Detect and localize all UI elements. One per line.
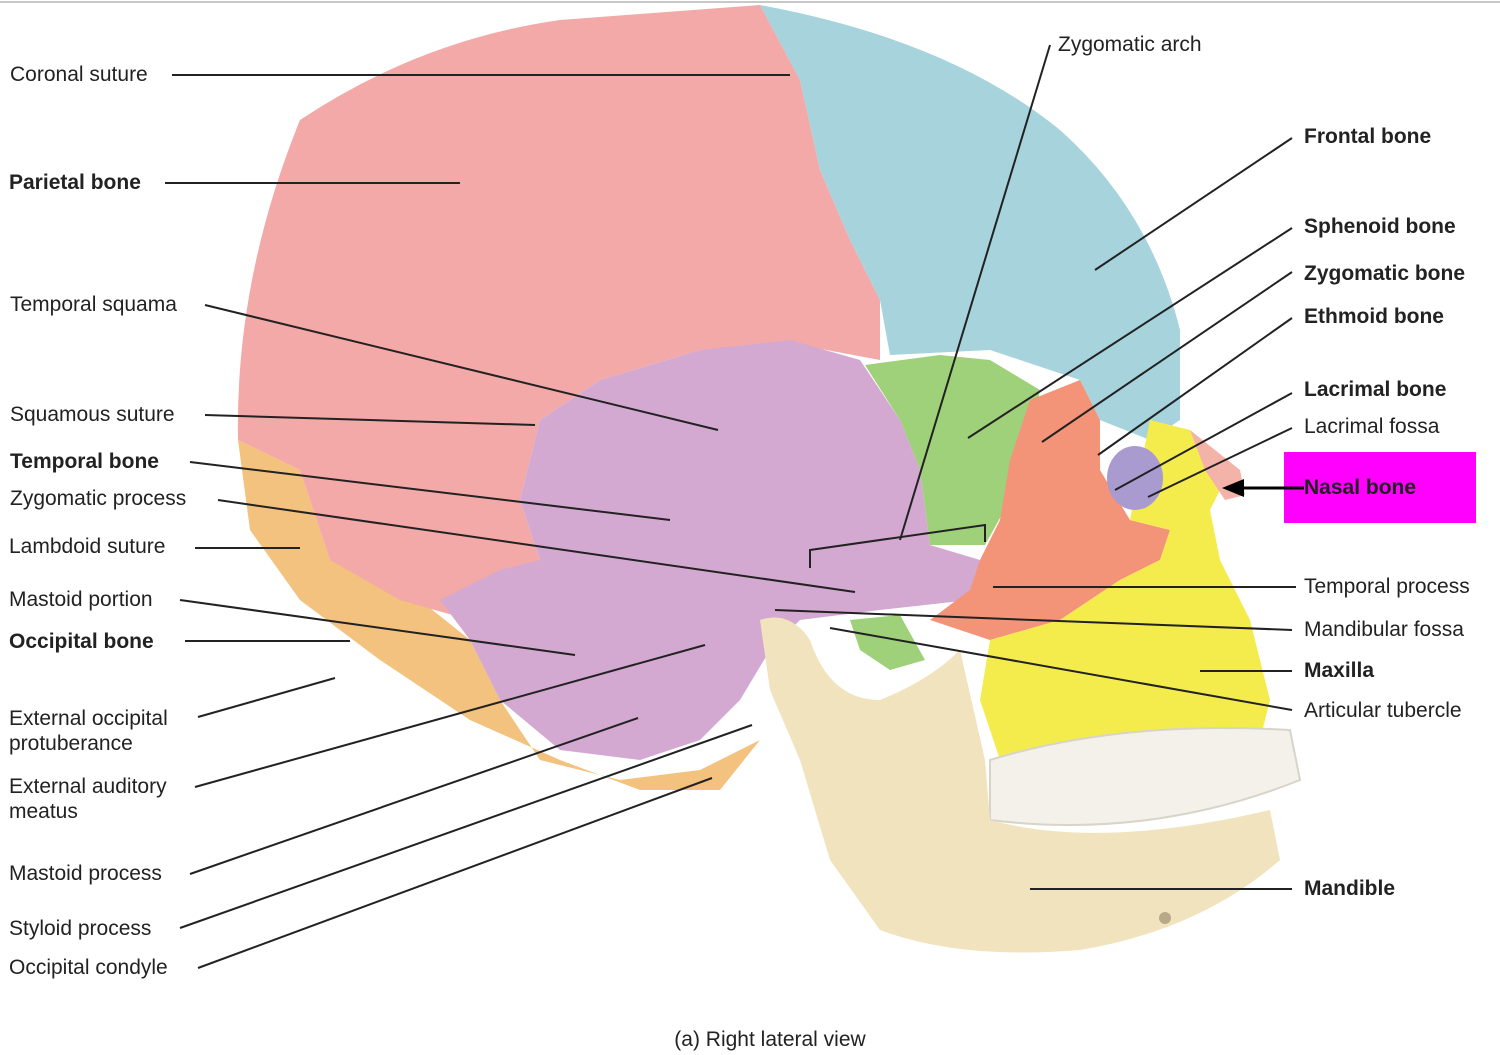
label-coronal-suture: Coronal suture: [10, 63, 148, 86]
label-mandibular-fossa: Mandibular fossa: [1304, 618, 1464, 641]
frontal-bone-shape: [760, 5, 1180, 440]
leader-lines: [165, 44, 1296, 969]
label-mandible: Mandible: [1304, 877, 1396, 900]
label-lacrimal-fossa: Lacrimal fossa: [1304, 415, 1440, 438]
label-temporal-bone: Temporal bone: [10, 450, 159, 473]
label-occipital-condyle: Occipital condyle: [9, 956, 168, 979]
maxilla-shape: [980, 420, 1270, 760]
label-mastoid-portion: Mastoid portion: [9, 588, 153, 611]
nasal-bone-highlight: [1284, 452, 1476, 523]
sphenoid-bone-shape: [865, 355, 1040, 545]
parietal-bone-shape: [237, 5, 880, 620]
label-zygomatic-bone: Zygomatic bone: [1304, 262, 1466, 285]
label-frontal-bone: Frontal bone: [1304, 125, 1432, 148]
label-temporal-process: Temporal process: [1304, 575, 1470, 598]
nasal-bone-shape: [1190, 430, 1245, 500]
teeth-shape: [989, 727, 1302, 826]
label-maxilla: Maxilla: [1304, 659, 1375, 682]
label-ethmoid-bone: Ethmoid bone: [1304, 305, 1444, 328]
label-styloid-process: Styloid process: [9, 917, 152, 940]
label-external-occipital-protuberance: External occipital protuberance: [9, 707, 168, 755]
label-occipital-bone: Occipital bone: [9, 630, 154, 653]
label-mastoid-process: Mastoid process: [9, 862, 162, 885]
label-lacrimal-bone: Lacrimal bone: [1304, 378, 1447, 401]
label-nasal-bone: Nasal bone: [1304, 476, 1417, 499]
label-lambdoid-suture: Lambdoid suture: [9, 535, 166, 558]
label-articular-tubercle: Articular tubercle: [1304, 699, 1462, 722]
zygomatic-bone-shape: [930, 380, 1170, 640]
label-sphenoid-bone: Sphenoid bone: [1304, 215, 1456, 238]
label-squamous-suture: Squamous suture: [10, 403, 175, 426]
arrow-left-icon: [1222, 479, 1304, 497]
label-zygomatic-process: Zygomatic process: [10, 487, 187, 510]
figure-caption: (a) Right lateral view: [674, 1028, 866, 1051]
label-temporal-squama: Temporal squama: [10, 293, 177, 316]
mandible-shape: [760, 617, 1280, 953]
label-parietal-bone: Parietal bone: [9, 171, 141, 194]
label-zygomatic-arch: Zygomatic arch: [1058, 33, 1202, 56]
label-external-auditory-meatus: External auditory meatus: [9, 775, 167, 823]
